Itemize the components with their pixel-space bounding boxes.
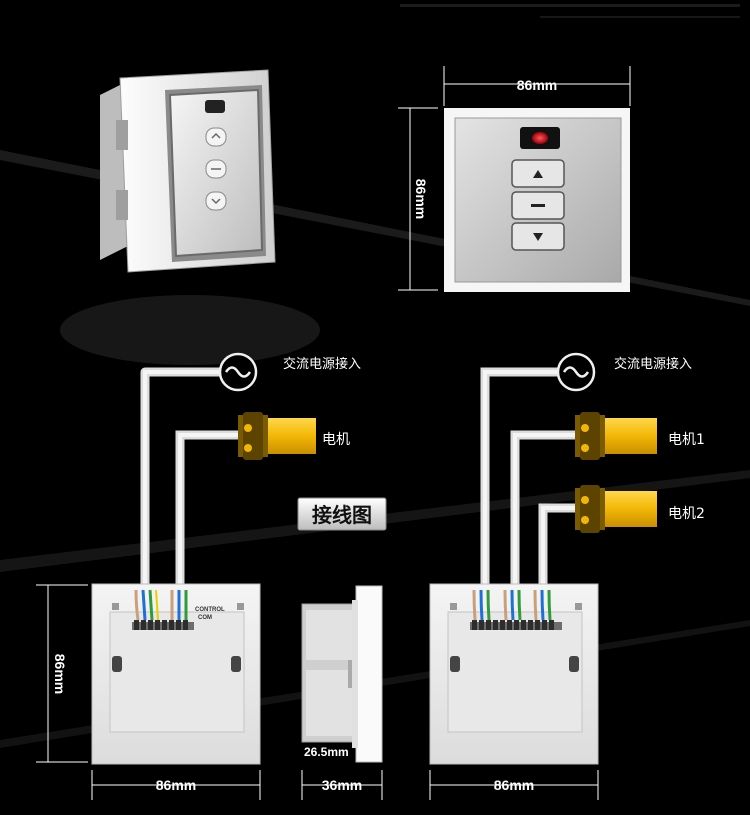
ac-power-label-left: 交流电源接入 <box>283 356 361 372</box>
photo-down-button <box>205 191 227 211</box>
motor1-label: 电机1 <box>668 432 705 448</box>
control-label: CONTROL <box>195 607 225 613</box>
triangle-down-icon <box>533 233 543 241</box>
motor-label: 电机 <box>322 432 350 448</box>
back-right-width-label: 86mm <box>494 777 534 793</box>
front-height-label: 86mm <box>413 179 429 219</box>
switch-product-photo <box>60 69 320 365</box>
title-badge-text: 接线图 <box>312 503 372 527</box>
red-led-icon <box>532 132 548 144</box>
back-right-dimensions: 86mm <box>429 770 599 800</box>
motor-icon <box>238 412 316 460</box>
side-view: 26.5mm 36mm <box>301 585 383 800</box>
dash-icon <box>531 204 545 207</box>
left-wiring: 交流电源接入 电机 <box>140 352 361 590</box>
motor1-icon <box>575 412 657 460</box>
back-left-dimensions: 86mm 86mm <box>36 584 261 800</box>
right-wiring: 交流电源接入 电机1 电机2 <box>480 352 705 590</box>
side-width-label: 36mm <box>322 777 362 793</box>
photo-indicator-icon <box>205 100 225 113</box>
com-label: COM <box>198 615 212 621</box>
motor2-label: 电机2 <box>668 506 705 522</box>
photo-up-button <box>205 127 227 147</box>
triangle-up-icon <box>533 170 543 178</box>
front-view: 86mm 86mm <box>398 66 631 292</box>
ac-power-icon <box>556 352 596 392</box>
title-badge: 接线图 <box>297 497 387 531</box>
front-width-label: 86mm <box>517 77 557 93</box>
back-left-width-label: 86mm <box>156 777 196 793</box>
back-left-height-label: 86mm <box>52 654 68 694</box>
motor2-icon <box>575 485 657 533</box>
back-panel-left: CONTROL COM <box>91 583 261 765</box>
ac-power-icon <box>218 352 258 392</box>
side-depth-label: 26.5mm <box>304 745 349 759</box>
ac-power-label-right: 交流电源接入 <box>614 356 692 372</box>
back-panel-right <box>429 583 599 765</box>
